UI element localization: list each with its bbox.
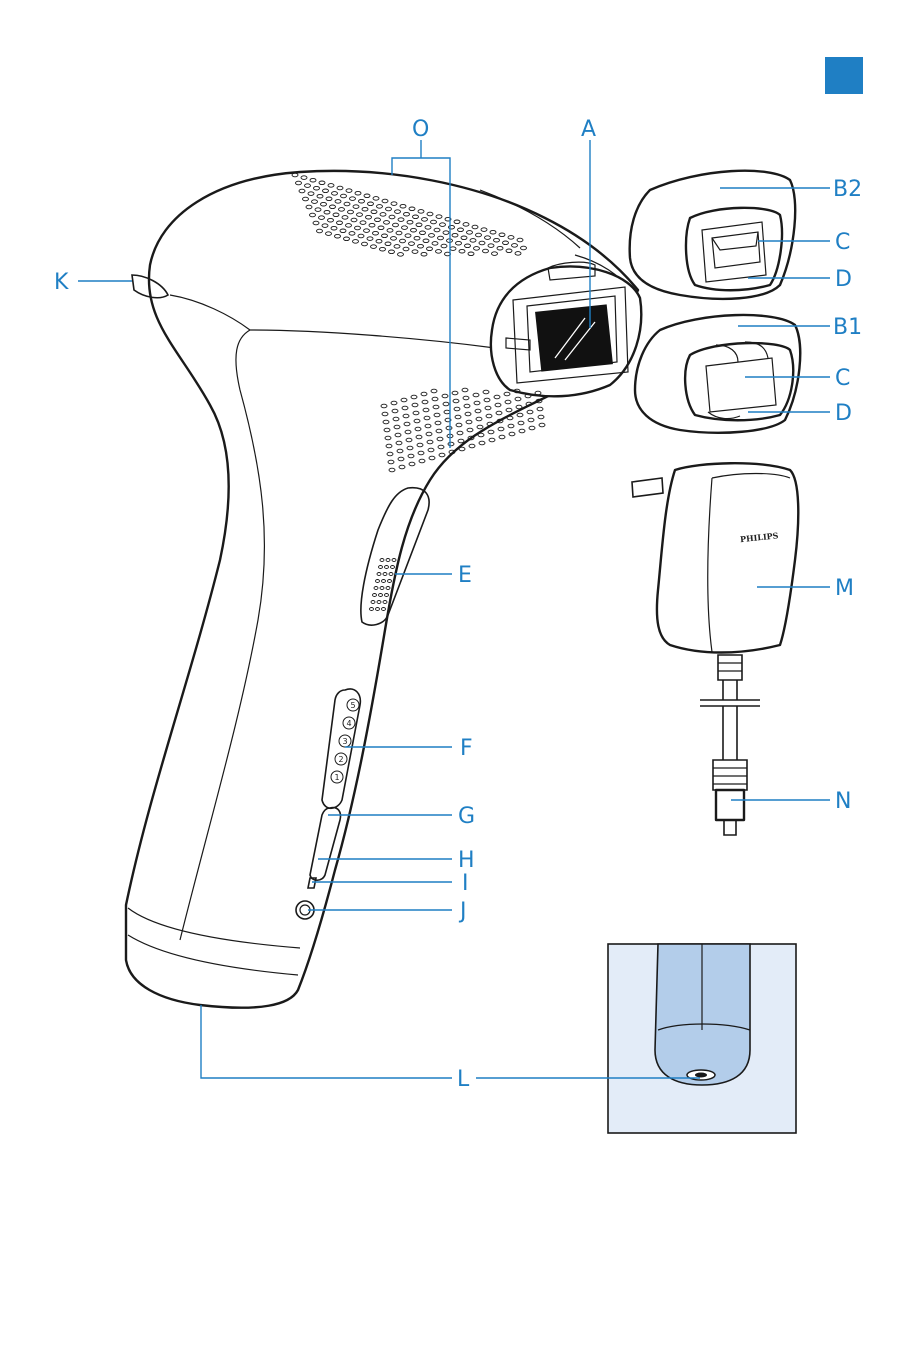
vent-hole: [489, 438, 495, 442]
intensity-level-number: 2: [339, 755, 344, 764]
label-o: O: [412, 117, 429, 142]
vent-hole: [488, 430, 494, 434]
label-b2: B2: [833, 177, 862, 202]
vent-hole: [537, 407, 543, 411]
vent-hole: [538, 415, 544, 419]
label-m: M: [835, 576, 854, 601]
label-d-1: D: [835, 267, 852, 292]
attachment-b2: [630, 171, 796, 299]
label-b1: B1: [833, 315, 862, 340]
label-k: K: [54, 270, 69, 295]
vent-hole: [508, 424, 514, 428]
intensity-level-number: 3: [343, 737, 348, 746]
vent-hole: [459, 447, 465, 451]
adapter: PHILIPS: [632, 463, 798, 835]
attachment-b1: [635, 315, 800, 433]
label-i: I: [462, 871, 469, 896]
label-g: G: [458, 804, 475, 829]
vent-hole: [529, 426, 535, 430]
vent-hole: [507, 416, 513, 420]
vent-hole: [498, 427, 504, 431]
vent-hole: [518, 421, 524, 425]
label-h: H: [458, 848, 475, 873]
vent-hole: [478, 433, 484, 437]
label-c-2: C: [835, 366, 850, 391]
intensity-level-number: 4: [347, 719, 352, 728]
intensity-level-number: 5: [351, 701, 356, 710]
vent-hole: [539, 423, 545, 427]
vent-hole: [528, 418, 534, 422]
vent-hole: [519, 429, 525, 433]
label-d-2: D: [835, 401, 852, 426]
vent-hole: [517, 413, 523, 417]
label-a: A: [581, 117, 596, 142]
light-exit-window: [535, 304, 613, 371]
inset-detail: [608, 944, 796, 1133]
vent-hole: [527, 410, 533, 414]
intensity-level-number: 1: [335, 773, 340, 782]
vent-hole: [479, 441, 485, 445]
label-e: E: [458, 563, 472, 588]
label-j: J: [458, 899, 467, 924]
vent-hole: [509, 432, 515, 436]
vent-hole: [499, 435, 505, 439]
label-l: L: [457, 1067, 470, 1092]
label-f: F: [460, 736, 473, 761]
label-c-1: C: [835, 230, 850, 255]
vent-hole: [469, 444, 475, 448]
label-n: N: [835, 789, 851, 814]
